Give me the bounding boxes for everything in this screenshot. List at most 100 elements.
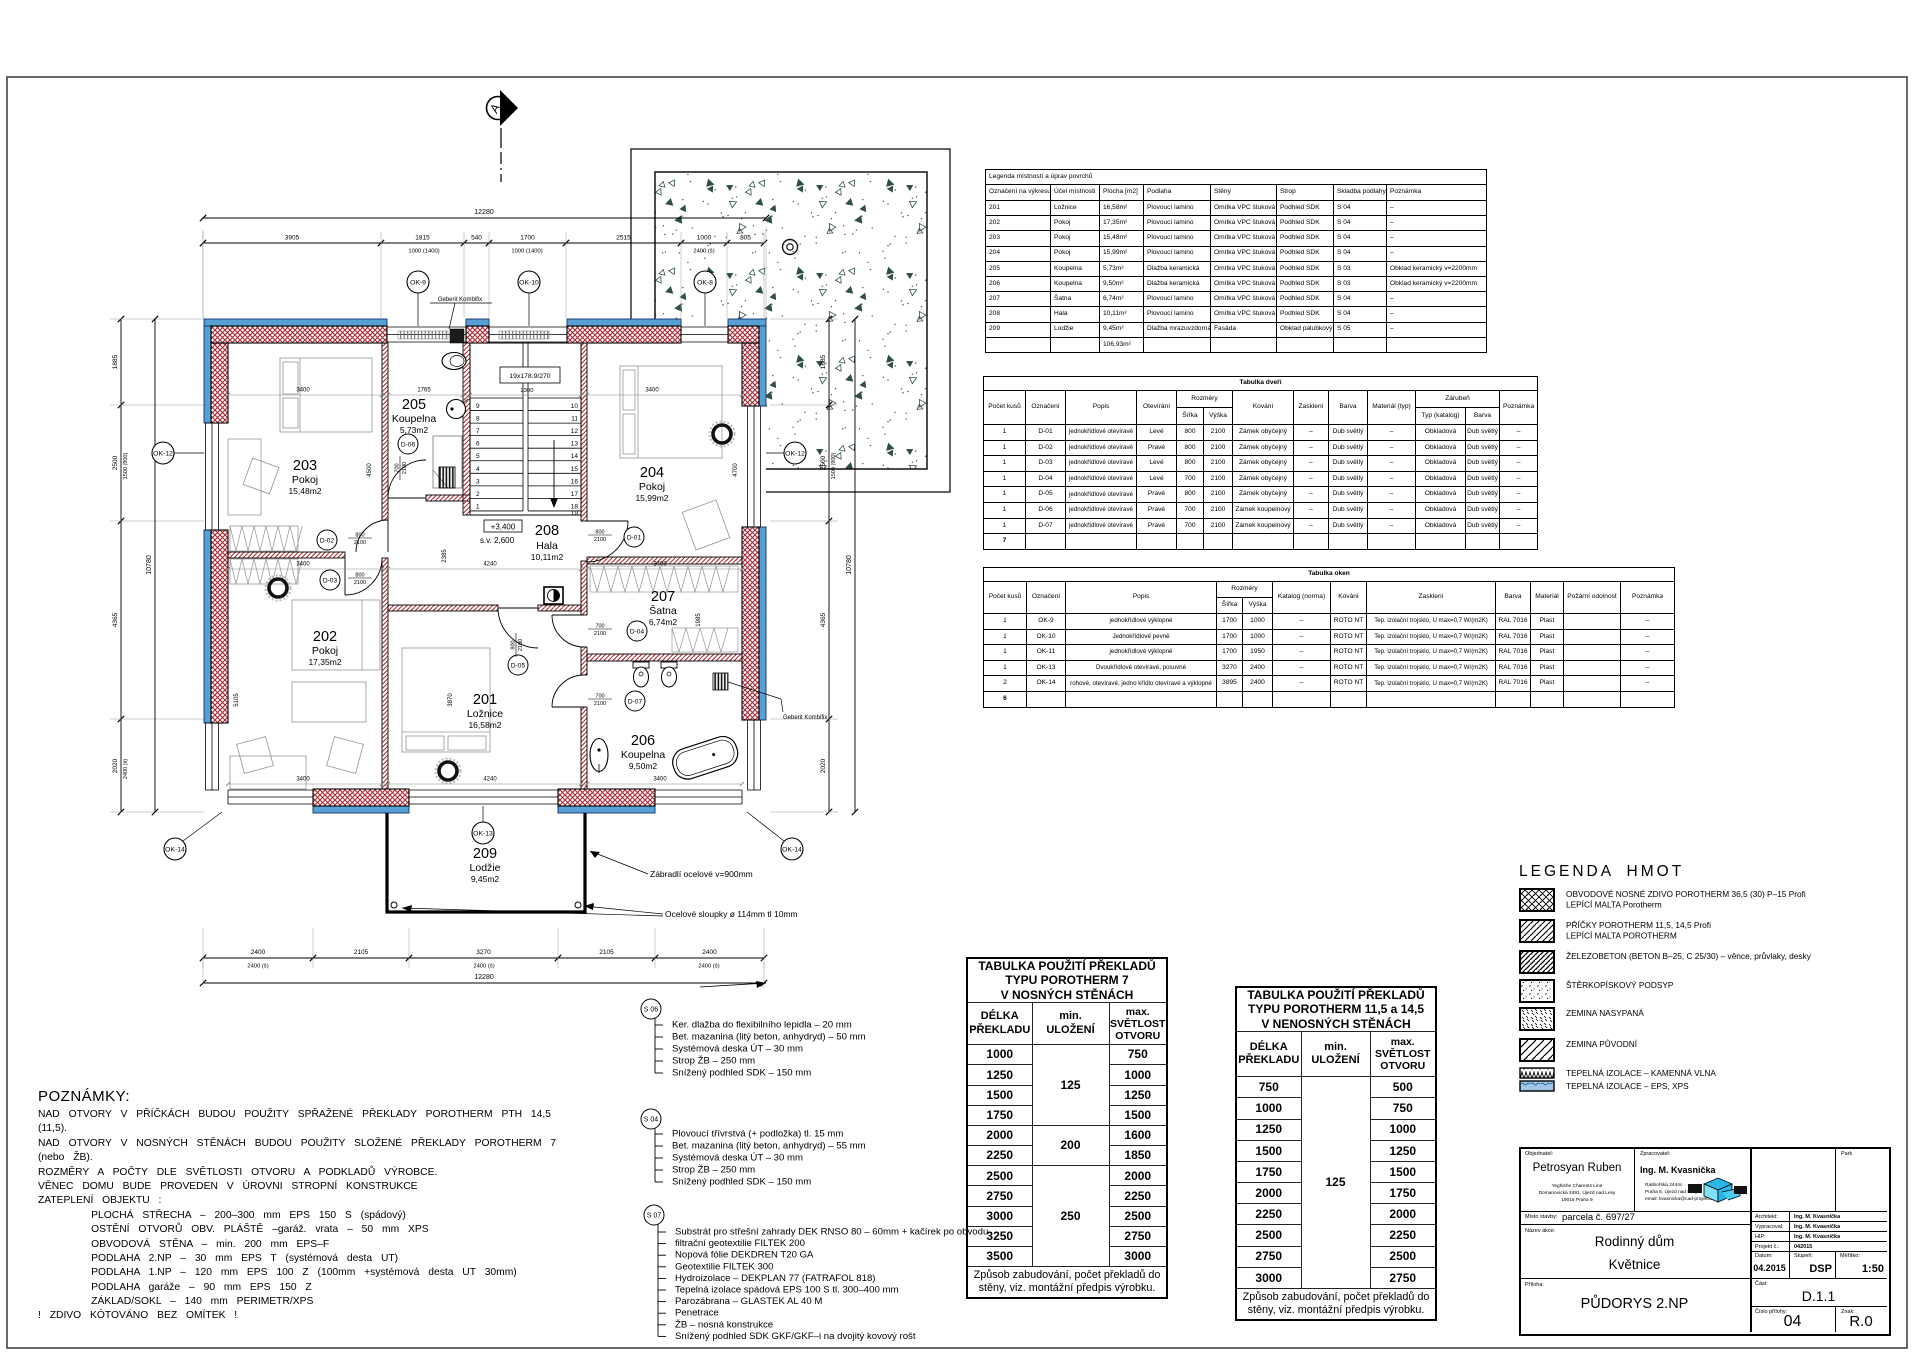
svg-text:Penetrace: Penetrace	[675, 1308, 719, 1319]
svg-text:1815: 1815	[415, 235, 430, 242]
svg-text:2300: 2300	[521, 388, 534, 394]
svg-text:Ložnice: Ložnice	[467, 708, 503, 720]
svg-text:D-01: D-01	[627, 534, 642, 541]
svg-text:2400 (š): 2400 (š)	[123, 759, 129, 779]
svg-text:1000 (1400): 1000 (1400)	[408, 249, 439, 255]
svg-text:202: 202	[313, 629, 337, 645]
svg-text:205: 205	[402, 397, 426, 413]
svg-text:201: 201	[473, 692, 497, 708]
svg-text:D-05: D-05	[511, 662, 526, 669]
svg-text:OK-10: OK-10	[519, 280, 539, 287]
svg-text:D-07: D-07	[628, 698, 643, 705]
svg-text:11: 11	[571, 416, 578, 423]
svg-text:1: 1	[476, 503, 480, 510]
svg-text:Pokoj: Pokoj	[292, 474, 318, 486]
svg-text:Ocelové sloupky ø 114mm tl 10m: Ocelové sloupky ø 114mm tl 10mm	[665, 909, 798, 919]
svg-text:2: 2	[476, 491, 480, 498]
svg-text:5: 5	[476, 453, 480, 460]
svg-text:2400: 2400	[251, 949, 266, 956]
svg-text:12280: 12280	[474, 974, 494, 981]
svg-text:2020: 2020	[112, 758, 119, 773]
svg-text:4240: 4240	[483, 777, 497, 783]
svg-text:805: 805	[740, 235, 751, 242]
svg-text:17: 17	[571, 491, 579, 498]
svg-text:3400: 3400	[296, 562, 310, 568]
svg-text:Snížený podhled SDK – 150 mm: Snížený podhled SDK – 150 mm	[672, 1177, 811, 1188]
svg-text:2100: 2100	[354, 540, 366, 546]
svg-text:15,48m2: 15,48m2	[288, 486, 321, 496]
svg-text:2400 (š): 2400 (š)	[693, 249, 714, 255]
svg-text:s.v. 2,600: s.v. 2,600	[480, 536, 515, 545]
svg-text:2400 (š): 2400 (š)	[473, 964, 494, 970]
svg-text:S 04: S 04	[644, 1117, 659, 1124]
svg-text:10780: 10780	[846, 555, 853, 575]
svg-text:2500: 2500	[820, 455, 827, 470]
svg-text:9,45m2: 9,45m2	[471, 874, 500, 884]
svg-text:3905: 3905	[285, 235, 300, 242]
svg-text:19: 19	[571, 510, 579, 517]
svg-text:4240: 4240	[483, 562, 497, 568]
svg-text:Substrát pro střešní zahrady D: Substrát pro střešní zahrady DEK RNSO 80…	[675, 1227, 988, 1238]
svg-text:3400: 3400	[653, 562, 667, 568]
svg-text:4500: 4500	[367, 463, 373, 477]
svg-text:5105: 5105	[234, 693, 240, 707]
svg-text:1000: 1000	[697, 235, 712, 242]
svg-text:+3,400: +3,400	[491, 523, 516, 532]
svg-text:PŘÍČKY POROTHERM 11,5, 14,5 Pr: PŘÍČKY POROTHERM 11,5, 14,5 Profi	[1566, 920, 1711, 930]
svg-text:15,99m2: 15,99m2	[635, 493, 668, 503]
svg-text:TEPELNÁ IZOLACE – KAMENNÁ VLNA: TEPELNÁ IZOLACE – KAMENNÁ VLNA	[1566, 1068, 1716, 1078]
svg-text:2385: 2385	[442, 549, 448, 563]
svg-text:16,58m2: 16,58m2	[468, 720, 501, 730]
svg-text:OK-14: OK-14	[165, 847, 185, 854]
svg-text:S 06: S 06	[644, 1007, 659, 1014]
svg-text:2100: 2100	[594, 537, 606, 543]
svg-text:Hala: Hala	[536, 540, 558, 552]
svg-text:ZEMINA NASYPANÁ: ZEMINA NASYPANÁ	[1566, 1008, 1644, 1018]
svg-text:Systémová deska ÚT – 30 mm: Systémová deska ÚT – 30 mm	[672, 1153, 803, 1164]
svg-text:3400: 3400	[653, 777, 667, 783]
svg-text:1885: 1885	[820, 354, 827, 369]
svg-text:10: 10	[571, 403, 579, 410]
svg-text:208: 208	[535, 523, 559, 539]
svg-text:Tepelná izolace spádová EPS 10: Tepelná izolace spádová EPS 100 S tl. 30…	[675, 1285, 898, 1296]
svg-text:17,35m2: 17,35m2	[308, 657, 341, 667]
svg-text:Snížený podhled SDK – 150 mm: Snížený podhled SDK – 150 mm	[672, 1068, 811, 1079]
svg-text:D-03: D-03	[323, 577, 338, 584]
svg-text:2500: 2500	[112, 455, 119, 470]
svg-text:2100: 2100	[594, 701, 606, 707]
svg-text:800: 800	[355, 573, 364, 579]
svg-text:10,11m2: 10,11m2	[531, 552, 564, 562]
svg-text:Strop ŽB – 250 mm: Strop ŽB – 250 mm	[672, 1165, 755, 1176]
svg-text:Pokoj: Pokoj	[639, 481, 665, 493]
svg-text:Strop ŽB – 250 mm: Strop ŽB – 250 mm	[672, 1056, 755, 1067]
svg-text:2100: 2100	[402, 462, 408, 474]
svg-text:S 07: S 07	[647, 1213, 662, 1220]
svg-text:13: 13	[571, 441, 579, 448]
svg-text:15: 15	[571, 466, 579, 473]
svg-text:207: 207	[651, 589, 675, 605]
svg-text:700: 700	[595, 624, 604, 630]
svg-text:1985: 1985	[696, 613, 702, 627]
svg-text:1500 (900): 1500 (900)	[831, 453, 837, 480]
svg-text:8: 8	[476, 416, 480, 423]
svg-text:2400: 2400	[702, 949, 717, 956]
svg-text:Snížený podhled SDK GKF/GKF–i: Snížený podhled SDK GKF/GKF–i na dvojitý…	[675, 1331, 916, 1342]
svg-text:3400: 3400	[645, 388, 659, 394]
svg-text:Koupelna: Koupelna	[621, 749, 666, 761]
svg-text:204: 204	[640, 465, 664, 481]
svg-text:1000 (1400): 1000 (1400)	[511, 249, 542, 255]
svg-text:2105: 2105	[354, 949, 369, 956]
svg-text:209: 209	[473, 846, 497, 862]
svg-text:16: 16	[571, 478, 579, 485]
svg-text:1700: 1700	[520, 235, 535, 242]
svg-text:3400: 3400	[296, 777, 310, 783]
svg-text:2100: 2100	[518, 639, 524, 651]
svg-text:Geotextilie FILTEK 300: Geotextilie FILTEK 300	[675, 1261, 773, 1272]
svg-text:800: 800	[595, 530, 604, 536]
svg-text:Bet. mazanina (litý beton, anh: Bet. mazanina (litý beton, anhydryd) – 5…	[672, 1032, 866, 1043]
svg-text:4700: 4700	[733, 463, 739, 477]
svg-text:Systémová deska ÚT – 30 mm: Systémová deska ÚT – 30 mm	[672, 1044, 803, 1055]
svg-text:2105: 2105	[599, 949, 614, 956]
svg-text:Geberit Kombifix: Geberit Kombifix	[783, 715, 827, 721]
svg-text:2400 (š): 2400 (š)	[698, 964, 719, 970]
